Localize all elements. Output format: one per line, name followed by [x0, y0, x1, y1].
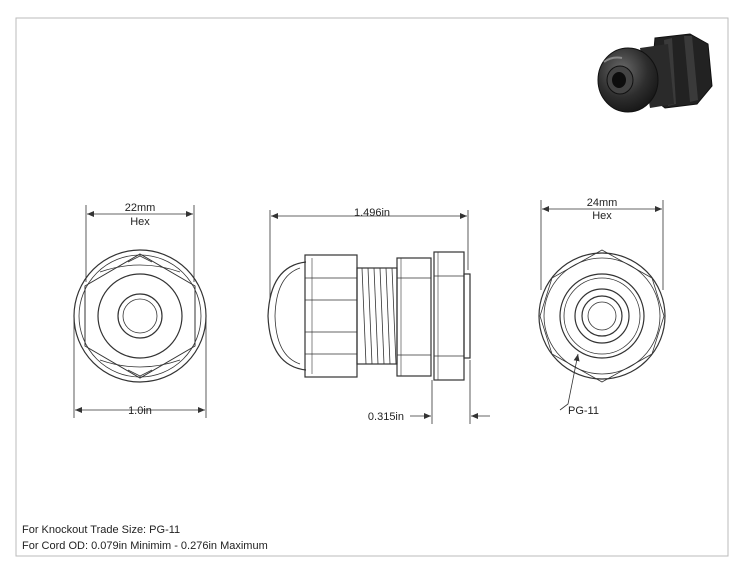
thread-length-value: 0.315in: [368, 411, 404, 423]
note-cord-od: For Cord OD: 0.079in Minimim - 0.276in M…: [22, 540, 268, 552]
rear-view: [538, 249, 666, 383]
front-hex-label: Hex: [130, 216, 150, 228]
note-knockout-size: For Knockout Trade Size: PG-11: [22, 524, 181, 536]
sheet-border: [15, 17, 729, 557]
product-thumbnail: [597, 33, 713, 113]
front-view: [73, 249, 207, 383]
front-hex-value: 22mm: [125, 202, 156, 214]
rear-hex-label: Hex: [592, 210, 612, 222]
side-view: [267, 251, 471, 381]
thread-callout-leader: [559, 353, 580, 411]
front-width-value: 1.0in: [128, 405, 152, 417]
rear-hex-value: 24mm: [587, 197, 618, 209]
side-length-value: 1.496in: [354, 207, 390, 219]
thread-callout-label: PG-11: [568, 405, 599, 417]
